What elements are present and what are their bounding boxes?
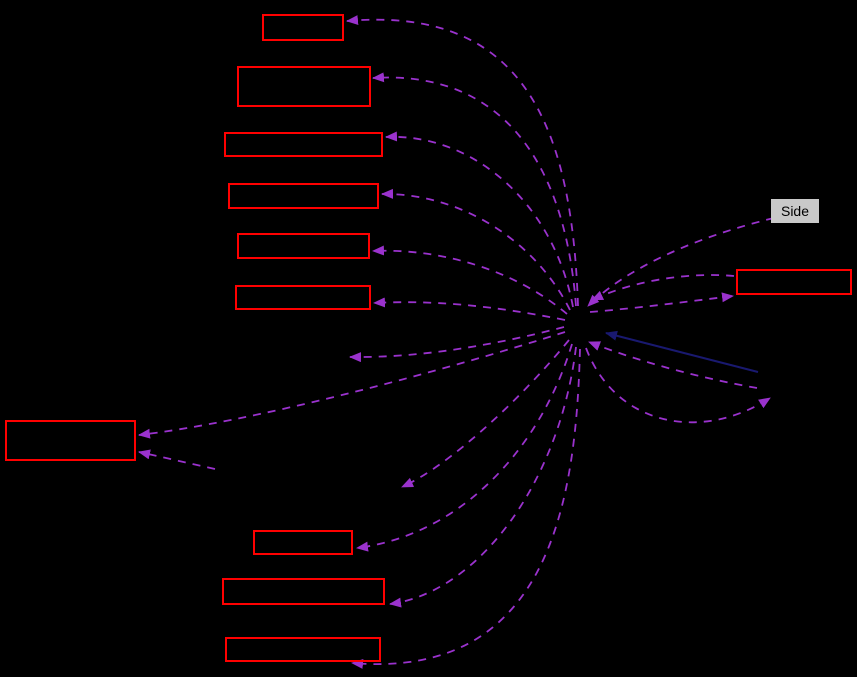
edge-center-to-hidden-left-1 <box>349 326 565 363</box>
box-top-1[interactable] <box>262 14 344 41</box>
edge-center-to-bottom-1 <box>356 343 573 552</box>
edge-center-to-top-1 <box>346 15 579 307</box>
box-bottom-3[interactable] <box>225 637 381 662</box>
box-bottom-2[interactable] <box>222 578 385 605</box>
edge-hidden-right-to-center <box>588 341 758 389</box>
edge-center-to-bottom-3 <box>351 348 581 669</box>
box-top-2[interactable] <box>237 66 371 107</box>
box-top-5[interactable] <box>237 233 370 259</box>
edge-center-to-top-6 <box>373 297 566 321</box>
box-right[interactable] <box>736 269 852 295</box>
box-top-4[interactable] <box>228 183 379 209</box>
edge-hidden-to-far-left <box>138 449 216 470</box>
edge-center-to-right-box <box>589 292 734 313</box>
edge-center-to-hidden-left-2 <box>401 339 570 488</box>
edge-center-to-hidden-right <box>585 347 771 424</box>
edge-center-to-bottom-2 <box>389 346 577 608</box>
edge-center-to-top-3 <box>385 131 574 308</box>
edge-center-to-top-2 <box>372 72 577 307</box>
edge-center-to-far-left <box>138 331 566 439</box>
edge-call-hidden-right-to-center <box>605 330 759 373</box>
box-top-3[interactable] <box>224 132 383 157</box>
edge-label-side: Side <box>771 199 819 223</box>
box-far-left[interactable] <box>5 420 136 461</box>
edge-center-to-top-5 <box>372 245 568 315</box>
box-top-6[interactable] <box>235 285 371 310</box>
box-bottom-1[interactable] <box>253 530 353 555</box>
edge-right-box-to-center <box>591 274 735 301</box>
